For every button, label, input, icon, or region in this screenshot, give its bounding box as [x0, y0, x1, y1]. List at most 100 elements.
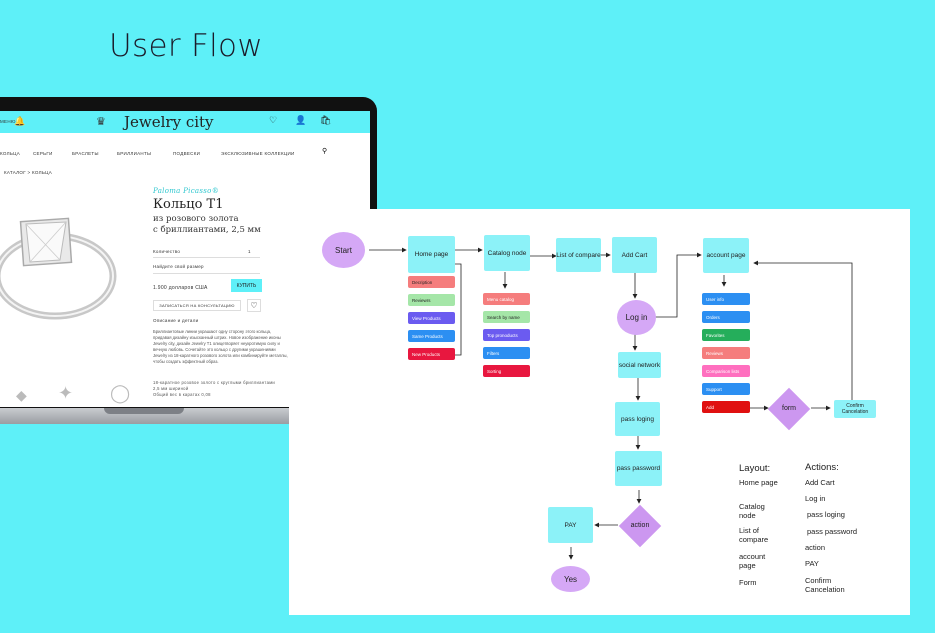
node-pass-loging: pass loging	[615, 402, 660, 436]
node-account-page: account page	[703, 238, 749, 273]
spec-3: Общий вес в каратах 0,08	[153, 392, 211, 397]
bag-icon[interactable]: 🛍	[320, 115, 332, 125]
catalog-sub-3-label: Top pronoducts	[487, 332, 518, 338]
size-label[interactable]: Найдите свой размер	[153, 264, 204, 269]
node-catalog: Catalog node	[484, 235, 530, 271]
account-sub-2: Orders	[702, 311, 750, 323]
node-action-label: action	[630, 522, 650, 529]
laptop-base	[0, 408, 377, 424]
legend-layout-3: List of compare	[739, 526, 769, 544]
nav-diamonds[interactable]: БРИЛЛИАНТЫ	[117, 151, 152, 156]
account-sub-2-label: Orders	[706, 314, 720, 320]
nav-earrings[interactable]: СЕРЬГИ	[33, 151, 53, 156]
home-sub-4: Same Products	[408, 330, 455, 342]
qty-value[interactable]: 1	[248, 249, 251, 254]
node-add-cart: Add Cart	[612, 237, 657, 273]
crown-icon: ♛	[96, 116, 106, 128]
legend-action-4: pass password	[807, 527, 858, 536]
catalog-sub-3: Top pronoducts	[483, 329, 530, 341]
account-sub-5: Comparison lists	[702, 365, 750, 377]
flow-arrows	[369, 247, 853, 560]
consult-button[interactable]: ЗАПИСАТЬСЯ НА КОНСУЛЬТАЦИЮ	[153, 300, 241, 311]
legend-action-3: pass loging	[807, 510, 845, 519]
account-sub-3-label: Favorites	[706, 332, 725, 338]
spec-2: 2,5 мм шириной	[153, 386, 189, 391]
legend-action-6: PAY	[805, 559, 819, 568]
spec-1: 18-каратное розовое золото с круглыми бр…	[153, 380, 276, 385]
node-list-of-compare: List of compare	[556, 238, 601, 272]
home-sub-4-label: Same Products	[412, 333, 443, 339]
catalog-sub-4-label: Filters	[487, 350, 500, 356]
legend-layout-5: Form	[739, 578, 757, 587]
node-pass-password: pass password	[615, 451, 662, 486]
account-sub-6-label: Support	[706, 386, 722, 392]
arrow-confirm-account	[753, 260, 853, 400]
home-sub-3-label: View Products	[412, 315, 441, 321]
account-sub-5-label: Comparison lists	[706, 368, 740, 374]
bell-icon[interactable]: 🔔	[14, 116, 26, 126]
product-description: Бриллиантовые линии украшают одну сторон…	[153, 329, 288, 364]
search-icon[interactable]: ⚲	[322, 148, 328, 155]
laptop-notch	[104, 408, 184, 414]
product-subtitle-1: из розового золота	[153, 214, 239, 224]
consult-label: ЗАПИСАТЬСЯ НА КОНСУЛЬТАЦИЮ	[159, 303, 235, 308]
legend-action-1: Add Cart	[805, 478, 835, 487]
account-sub-1: User info	[702, 293, 750, 305]
account-sub-7: Add	[702, 401, 750, 413]
thumb-ring-top-icon[interactable]: ✦	[58, 383, 74, 403]
catalog-sub-2-label: Search by name	[487, 314, 520, 320]
qty-label: Количество	[153, 249, 181, 254]
ring-image	[0, 217, 117, 320]
legend-actions-title: Actions:	[805, 462, 839, 473]
legend-action-2: Log in	[805, 494, 826, 503]
node-home-page: Home page	[408, 236, 455, 273]
legend-layout-4: account page	[739, 552, 766, 570]
nav-bracelets[interactable]: БРАСЛЕТЫ	[72, 151, 99, 156]
legend-layout-2: Catalog node	[739, 502, 765, 520]
product-subtitle-2: с бриллиантами, 2,5 мм	[153, 225, 261, 235]
account-sub-1-label: User info	[706, 296, 725, 302]
menu-text: МЕНЮ	[0, 119, 16, 124]
account-sub-3: Favorites	[702, 329, 750, 341]
node-confirm-cancelation: Confirm Cancelation	[834, 400, 876, 418]
arrow-login-account	[648, 252, 702, 318]
legend-layout-title: Layout:	[739, 463, 771, 474]
page-title: User Flow	[109, 28, 263, 64]
node-start: Start	[322, 232, 365, 268]
node-yes: Yes	[551, 566, 590, 592]
nav-exclusive[interactable]: ЭКСКЛЮЗИВНЫЕ КОЛЛЕКЦИИ	[221, 151, 295, 156]
catalog-sub-2: Search by name	[483, 311, 530, 323]
product-brand: Paloma Picasso®	[153, 187, 219, 195]
site-header: МЕНЮ 🔔 ♛ Jewelry city ♡ 👤 🛍	[0, 111, 370, 133]
thumb-diamond-icon[interactable]: ◆	[16, 387, 27, 403]
catalog-sub-1: Menu catalog	[483, 293, 530, 305]
heart-icon: ♡	[250, 301, 258, 310]
price: 1.900 долларов США	[153, 285, 208, 291]
node-pay: PAY	[548, 507, 593, 543]
nav-rings[interactable]: КОЛЬЦА	[0, 151, 21, 156]
nav-pendants[interactable]: ПОДВЕСКИ	[173, 151, 201, 156]
desc-label: Описание и детали	[153, 318, 199, 323]
account-sub-4: Reviews	[702, 347, 750, 359]
catalog-sub-4: Filters	[483, 347, 530, 359]
node-form-label: form	[782, 405, 796, 412]
home-sub-5-label: New Products	[412, 351, 441, 357]
account-sub-6: Support	[702, 383, 750, 395]
account-sub-4-label: Reviews	[706, 350, 724, 356]
site-logo[interactable]: Jewelry city	[124, 113, 214, 131]
home-sub-5: New Products	[408, 348, 455, 360]
home-sub-3: View Products	[408, 312, 455, 324]
thumb-ring-side-icon[interactable]: ◯	[110, 383, 131, 403]
catalog-sub-1-label: Menu catalog	[487, 296, 515, 302]
catalog-sub-5-label: Sorting	[487, 368, 502, 374]
breadcrumb: КАТАЛОГ > КОЛЬЦА	[4, 170, 53, 175]
wishlist-button[interactable]: ♡	[247, 299, 261, 312]
home-sub-1-label: Decription	[412, 279, 433, 285]
line-home-subs	[455, 263, 462, 356]
heart-icon[interactable]: ♡	[269, 115, 278, 125]
buy-button[interactable]: КУПИТЬ	[231, 279, 262, 292]
home-sub-2: Reviewrs	[408, 294, 455, 306]
user-icon[interactable]: 👤	[295, 115, 307, 125]
legend-action-5: action	[805, 543, 826, 552]
flow-diagram: Start Home page Catalog node List of com…	[289, 209, 910, 615]
